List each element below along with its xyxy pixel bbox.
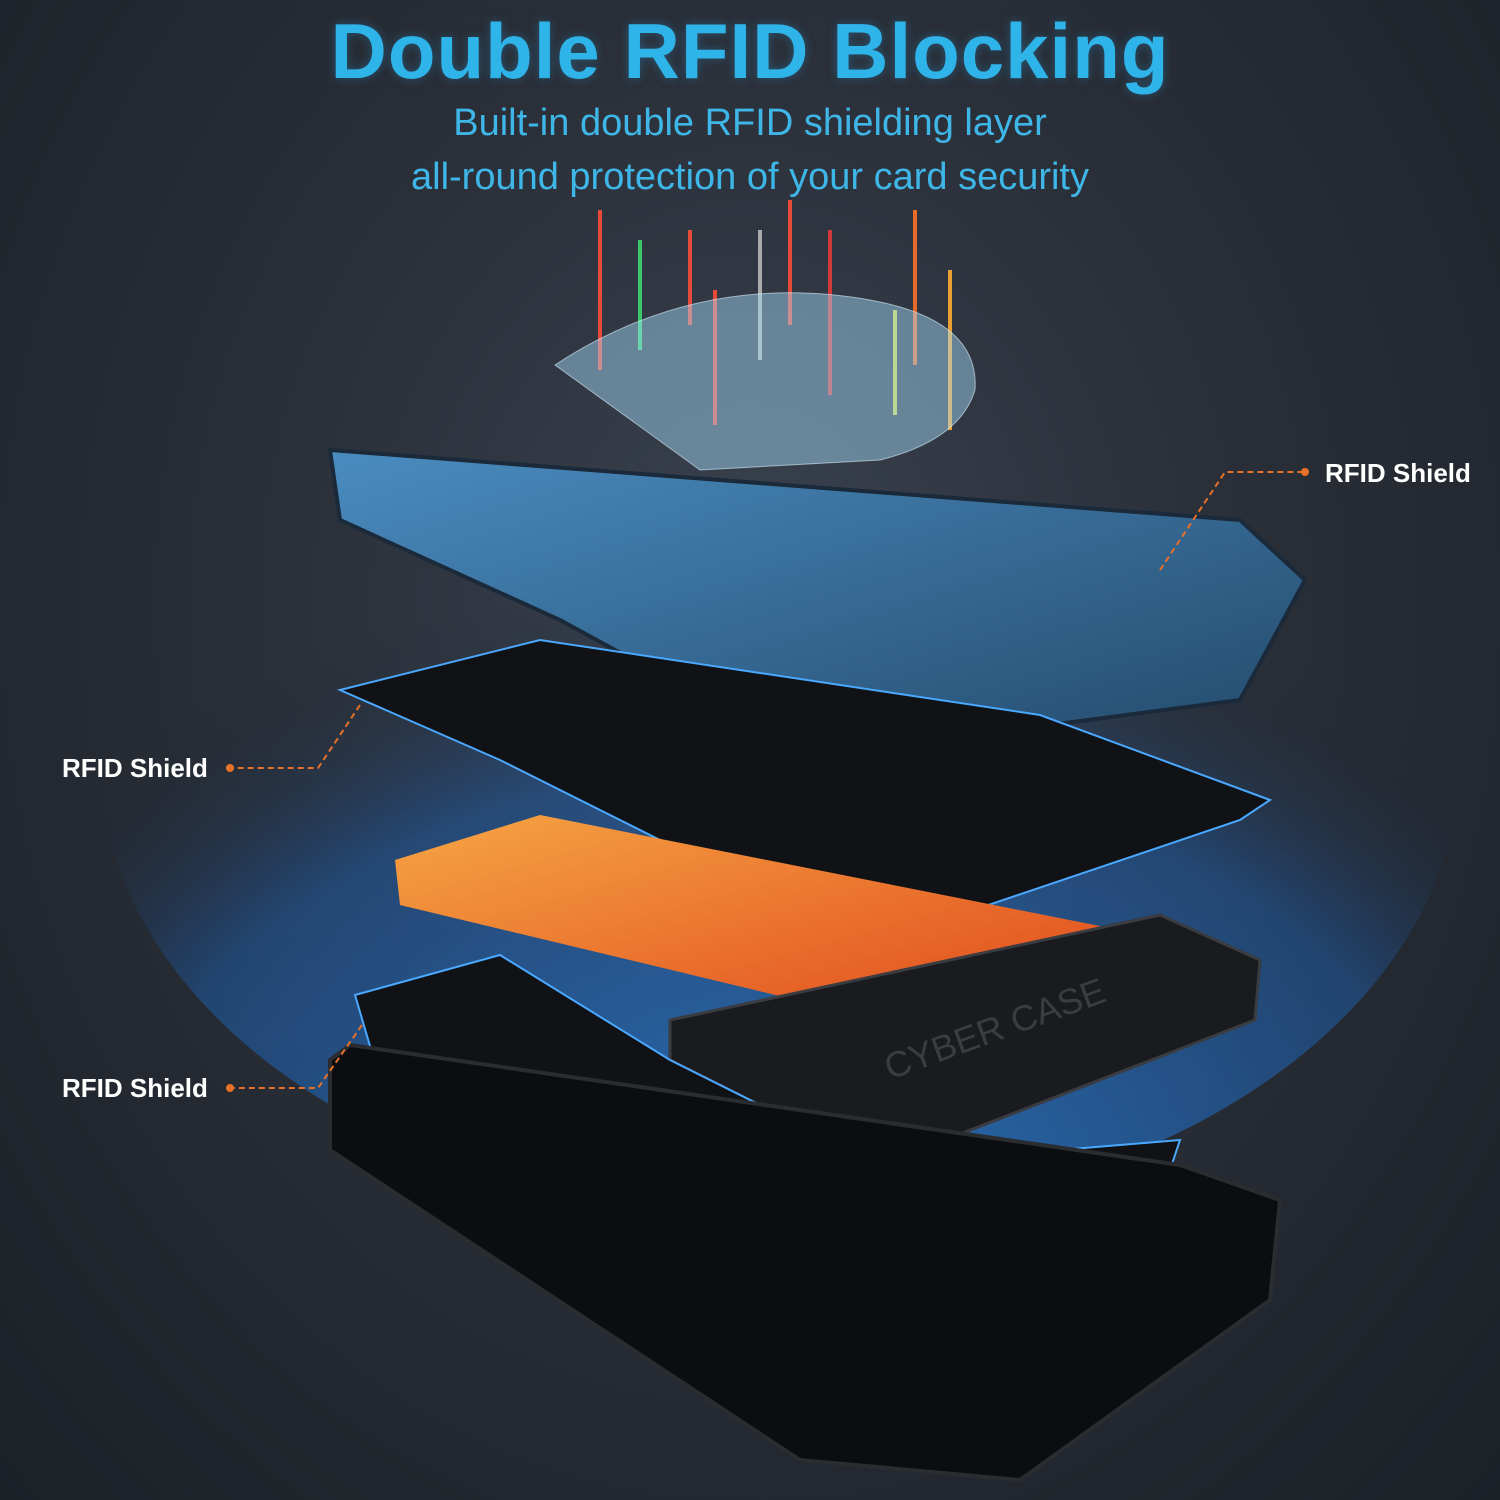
callout-rfid-shield-top: RFID Shield	[1325, 458, 1471, 488]
callout-rfid-shield-bottom: RFID Shield	[62, 1073, 208, 1103]
shield-icon	[554, 292, 976, 471]
subtitle-line-2: all-round protection of your card securi…	[411, 156, 1089, 198]
rfid-shield-layer-top	[336, 638, 1273, 947]
data-stream-lines	[598, 200, 952, 430]
page-title: Double RFID Blocking	[330, 7, 1170, 95]
wallet-base-tray	[328, 1042, 1283, 1483]
callout-lines	[230, 471, 1305, 1089]
callout-dots	[226, 468, 1309, 1092]
callout-rfid-shield-middle: RFID Shield	[62, 753, 208, 783]
subtitle-line-1: Built-in double RFID shielding layer	[453, 102, 1047, 144]
